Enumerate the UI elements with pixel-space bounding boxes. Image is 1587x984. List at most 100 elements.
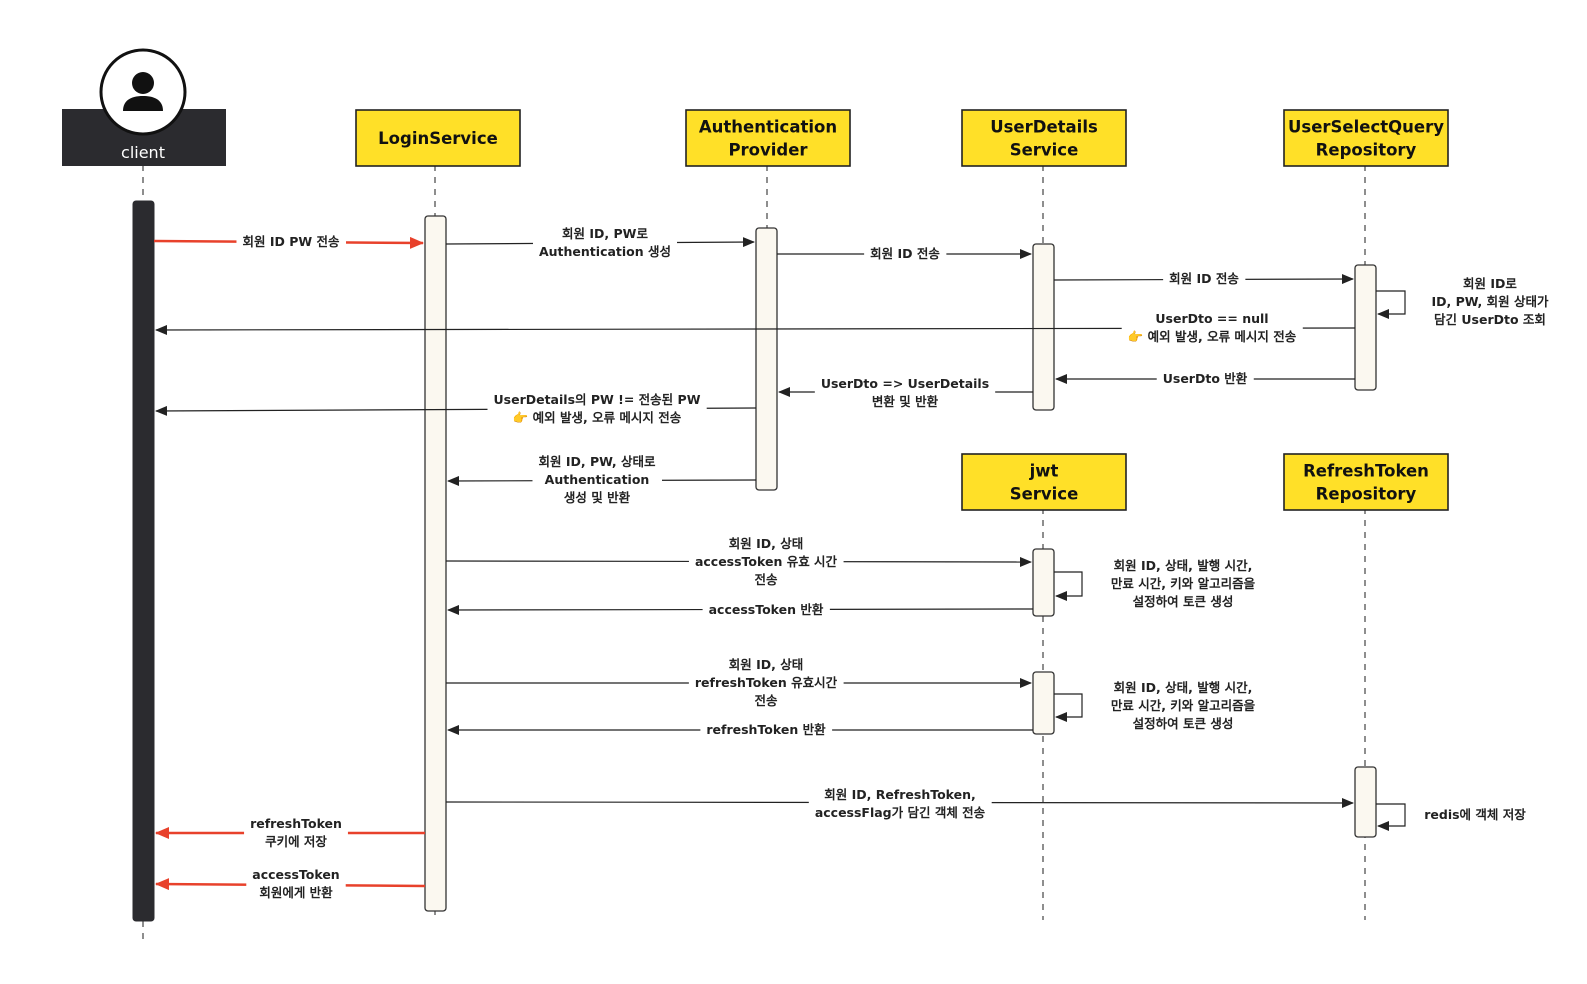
message-label-backdrop xyxy=(236,233,347,250)
message-text: 👉 예외 발생, 오류 메시지 전송 xyxy=(1128,329,1297,344)
message-label-m7: UserDto 반환 xyxy=(1156,370,1254,387)
message-text: 회원 ID PW 전송 xyxy=(242,234,340,249)
header-user-select-query-repository-label: UserSelectQuery xyxy=(1288,118,1444,137)
message-label-backdrop xyxy=(244,815,348,850)
client-label: client xyxy=(121,143,165,162)
arrow-m18 xyxy=(1376,803,1406,831)
message-label-m9: UserDetails의 PW != 전송된 PW 👉 예외 발생, 오류 메시지… xyxy=(487,391,707,426)
message-text: 회원 ID, 상태 xyxy=(729,536,803,551)
arrow-m5 xyxy=(1376,290,1406,319)
message-text: Authentication 생성 xyxy=(539,244,671,259)
header-refresh-token-repository-label: Repository xyxy=(1316,485,1417,504)
arrow-m12 xyxy=(1054,571,1083,601)
message-text: refreshToken 반환 xyxy=(706,722,826,737)
message-text: 👉 예외 발생, 오류 메시지 전송 xyxy=(513,410,682,425)
message-text: UserDto == null xyxy=(1155,311,1268,326)
message-label-m19: refreshToken 쿠키에 저장 xyxy=(244,815,348,850)
header-authentication-provider-box xyxy=(685,109,851,167)
message-label-backdrop xyxy=(702,601,830,618)
activation-jwt-service-2 xyxy=(1032,671,1055,735)
message-label-m2: 회원 ID, PW로 Authentication 생성 xyxy=(532,225,678,260)
message-text: 생성 및 반환 xyxy=(564,490,631,505)
header-user-select-query-repository-label: Repository xyxy=(1316,141,1417,160)
message-text: UserDto => UserDetails xyxy=(821,376,989,391)
activation-authentication-provider xyxy=(755,227,778,491)
message-text: 회원 ID 전송 xyxy=(870,246,940,261)
message-text: 변환 및 반환 xyxy=(872,394,939,409)
message-text: 쿠키에 저장 xyxy=(265,834,327,849)
message-text: ID, PW, 회원 상태가 xyxy=(1431,294,1549,309)
message-text: redis에 객체 저장 xyxy=(1424,807,1526,822)
message-text: UserDetails의 PW != 전송된 PW xyxy=(494,392,701,407)
message-text: accessToken xyxy=(252,867,339,882)
activation-user-details-service xyxy=(1032,243,1055,411)
message-text: accessToken 반환 xyxy=(709,602,824,617)
message-text: refreshToken 유효시간 xyxy=(695,675,838,690)
message-text: accessFlag가 담긴 객체 전송 xyxy=(815,805,986,820)
message-text: 회원 ID, PW로 xyxy=(562,226,648,241)
header-refresh-token-repository-box xyxy=(1283,453,1449,511)
message-text: 만료 시간, 키와 알고리즘을 xyxy=(1111,576,1256,591)
header-jwt-service-box xyxy=(961,453,1127,511)
message-label-backdrop xyxy=(1163,270,1246,287)
message-text: 회원 ID, 상태 xyxy=(729,657,803,672)
message-text: 만료 시간, 키와 알고리즘을 xyxy=(1111,698,1256,713)
message-text: 회원 ID, PW, 상태로 xyxy=(538,454,656,469)
header-authentication-provider-label: Authentication xyxy=(699,118,837,137)
header-refresh-token-repository-label: RefreshToken xyxy=(1303,462,1429,481)
activation-jwt-service-1 xyxy=(1032,548,1055,617)
activation-user-select-query-repository xyxy=(1354,264,1377,391)
message-label-m16: refreshToken 반환 xyxy=(700,721,833,738)
message-text: Authentication xyxy=(545,472,650,487)
message-label-backdrop xyxy=(532,225,678,260)
message-label-backdrop xyxy=(864,245,947,262)
activation-refresh-token-repository xyxy=(1354,766,1377,838)
header-user-details-service-label: Service xyxy=(1010,141,1079,160)
header-login-service-label: LoginService xyxy=(378,129,498,148)
message-text: refreshToken xyxy=(250,816,342,831)
activation-client xyxy=(132,200,155,922)
message-label-m4: 회원 ID 전송 xyxy=(1163,270,1246,287)
message-label-backdrop xyxy=(808,786,992,821)
message-label-m1: 회원 ID PW 전송 xyxy=(236,233,347,250)
message-label-m13: accessToken 반환 xyxy=(702,601,830,618)
message-label-backdrop xyxy=(487,391,707,426)
header-authentication-provider-label: Provider xyxy=(728,141,808,160)
message-text: 설정하여 토큰 생성 xyxy=(1133,716,1234,731)
message-text: 담긴 UserDto 조회 xyxy=(1434,312,1546,327)
message-label-m17: 회원 ID, RefreshToken, accessFlag가 담긴 객체 전송 xyxy=(808,786,992,821)
message-text: 전송 xyxy=(754,572,778,587)
message-label-backdrop xyxy=(246,866,346,901)
header-login-service-box xyxy=(355,109,521,167)
message-text: 회원 ID, 상태, 발행 시간, xyxy=(1114,680,1253,695)
message-label-backdrop xyxy=(700,721,833,738)
header-jwt-service-label: Service xyxy=(1010,485,1079,504)
activation-login-service xyxy=(424,215,447,912)
message-label-backdrop xyxy=(814,375,996,410)
message-text: 회원 ID 전송 xyxy=(1169,271,1239,286)
message-text: 회원 ID, RefreshToken, xyxy=(824,787,976,802)
message-text: 회원 ID, 상태, 발행 시간, xyxy=(1114,558,1253,573)
message-label-backdrop xyxy=(1156,370,1254,387)
message-text: 설정하여 토큰 생성 xyxy=(1133,594,1234,609)
message-label-backdrop xyxy=(688,656,844,709)
message-label-m3: 회원 ID 전송 xyxy=(864,245,947,262)
message-text: UserDto 반환 xyxy=(1163,371,1248,386)
message-label-m10: 회원 ID, PW, 상태로 Authentication 생성 및 반환 xyxy=(532,453,663,506)
message-label-m18: redis에 객체 저장 xyxy=(1424,807,1526,822)
header-user-select-query-repository-box xyxy=(1283,109,1449,167)
message-label-m8: UserDto => UserDetails 변환 및 반환 xyxy=(814,375,996,410)
message-label-m6: UserDto == null 👉 예외 발생, 오류 메시지 전송 xyxy=(1121,310,1303,345)
header-login-service: LoginService xyxy=(355,109,521,167)
message-label-backdrop xyxy=(688,535,844,588)
message-text: 전송 xyxy=(754,693,778,708)
